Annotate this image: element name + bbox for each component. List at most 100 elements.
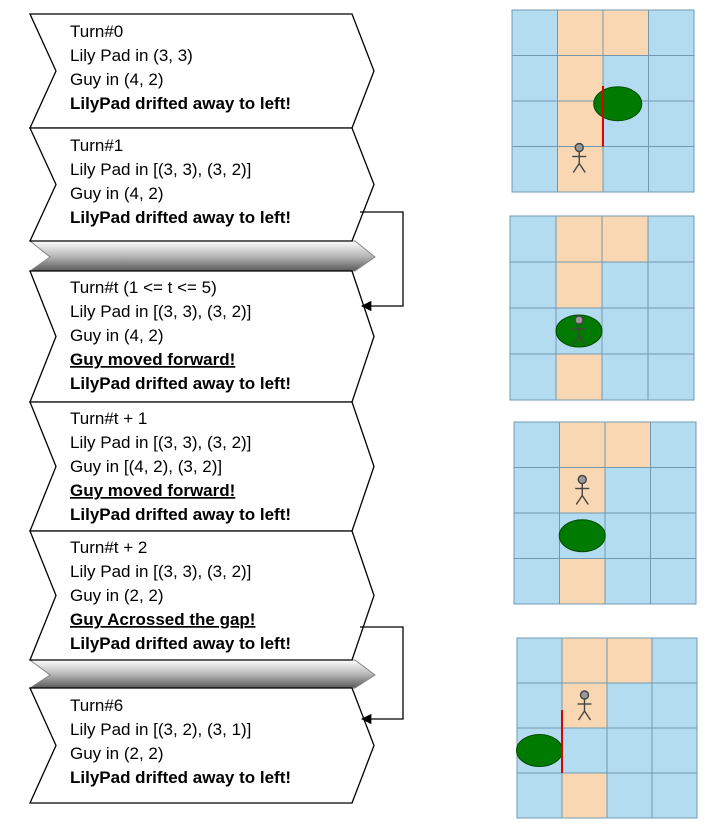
turn-line: Lily Pad in [(3, 3), (3, 2)] (70, 160, 251, 179)
water-cell (650, 558, 697, 605)
guy-icon (572, 315, 586, 346)
water-cell (647, 353, 695, 401)
water-cell (602, 146, 649, 193)
grid-panel-3 (513, 421, 697, 605)
guy-icon (577, 690, 592, 721)
water-cell (601, 307, 649, 355)
water-cell (509, 261, 557, 309)
guy-icon (572, 142, 587, 173)
turn-line: Lily Pad in [(3, 3), (3, 2)] (70, 302, 251, 321)
grid-illustrations (509, 9, 698, 819)
lily-pad-icon (516, 734, 563, 767)
turn-line: LilyPad drifted away to left! (70, 505, 291, 524)
water-cell (651, 727, 698, 774)
turn-line: Turn#0 (70, 22, 123, 41)
sand-cell (557, 9, 604, 56)
turn-line: Turn#1 (70, 136, 123, 155)
water-cell (509, 215, 557, 263)
turn-line: Turn#t + 1 (70, 409, 147, 428)
turn-line: Guy moved forward! (70, 350, 235, 369)
turn-line: Guy in (2, 2) (70, 744, 164, 763)
turn-line: Guy in (4, 2) (70, 70, 164, 89)
sand-cell (559, 421, 606, 468)
water-cell (648, 146, 695, 193)
sand-cell (606, 637, 653, 684)
water-cell (647, 307, 695, 355)
water-cell (509, 307, 557, 355)
water-cell (647, 215, 695, 263)
water-cell (651, 637, 698, 684)
turn-line: Guy in [(4, 2), (3, 2)] (70, 457, 222, 476)
turn-line: LilyPad drifted away to left! (70, 208, 291, 227)
lily-pad-icon (593, 86, 643, 122)
water-cell (604, 512, 651, 559)
sand-cell (561, 637, 608, 684)
water-cell (606, 682, 653, 729)
turn-line: Guy in (4, 2) (70, 326, 164, 345)
turn-line: Guy in (2, 2) (70, 586, 164, 605)
water-cell (650, 421, 697, 468)
loop-arrow-1 (360, 211, 404, 312)
water-cell (513, 512, 560, 559)
water-cell (647, 261, 695, 309)
water-cell (516, 772, 563, 819)
sand-cell (602, 9, 649, 56)
grid-panel-1 (511, 9, 695, 193)
sand-cell (555, 215, 603, 263)
grid-panel-4 (516, 637, 698, 819)
turn-line: Turn#t + 2 (70, 538, 147, 557)
water-cell (511, 146, 558, 193)
water-cell (513, 558, 560, 605)
turn-line: LilyPad drifted away to left! (70, 768, 291, 787)
water-cell (511, 55, 558, 102)
water-cell (601, 261, 649, 309)
water-cell (648, 100, 695, 147)
turn-box-shape (29, 530, 375, 661)
sand-cell (601, 215, 649, 263)
water-cell (516, 682, 563, 729)
turn-line: Lily Pad in (3, 3) (70, 46, 193, 65)
water-cell (648, 55, 695, 102)
turn-box-turn-t: Turn#t (1 <= t <= 5)Lily Pad in [(3, 3),… (29, 270, 375, 403)
water-cell (511, 100, 558, 147)
water-cell (516, 637, 563, 684)
sand-cell (604, 421, 651, 468)
turn-line: Turn#6 (70, 696, 123, 715)
turn-line: LilyPad drifted away to left! (70, 374, 291, 393)
water-cell (601, 353, 649, 401)
turn-line: Guy in (4, 2) (70, 184, 164, 203)
water-cell (650, 512, 697, 559)
turn-box-shape (28, 127, 375, 242)
water-cell (648, 9, 695, 56)
water-cell (509, 353, 557, 401)
lily-pad-icon (558, 519, 606, 553)
water-cell (604, 558, 651, 605)
water-cell (651, 682, 698, 729)
sand-cell (557, 55, 604, 102)
sand-cell (559, 558, 606, 605)
water-cell (606, 772, 653, 819)
turn-line: LilyPad drifted away to left! (70, 94, 291, 113)
turn-box-turn-t-plus-1: Turn#t + 1 Lily Pad in [(3, 3), (3, 2)] Gu… (29, 401, 375, 532)
water-cell (604, 467, 651, 514)
separator-bar-2 (28, 659, 376, 689)
sand-cell (555, 353, 603, 401)
separator-bar-1 (28, 240, 376, 272)
water-cell (513, 421, 560, 468)
turn-line: LilyPad drifted away to left! (70, 634, 291, 653)
water-cell (650, 467, 697, 514)
sand-cell (557, 146, 604, 193)
water-cell (606, 727, 653, 774)
water-cell (651, 772, 698, 819)
turn-line: Lily Pad in [(3, 3), (3, 2)] (70, 433, 251, 452)
water-cell (561, 727, 608, 774)
sand-cell (555, 261, 603, 309)
sand-cell (561, 772, 608, 819)
turn-line: Guy moved forward! (70, 481, 235, 500)
